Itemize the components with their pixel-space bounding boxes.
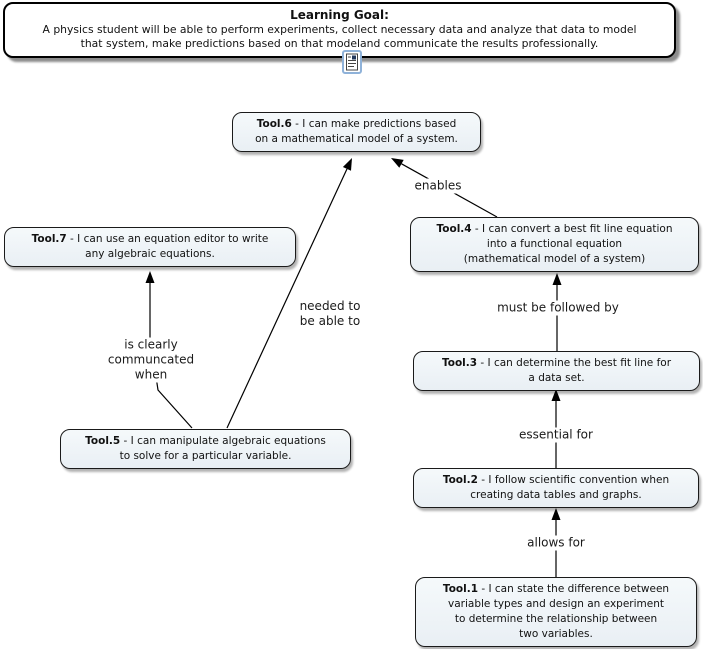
concept-tool5[interactable]: Tool.5 - I can manipulate algebraic equa… xyxy=(60,429,351,469)
link-label-is-clearly-communcated-when[interactable]: is clearly communcated when xyxy=(105,337,197,383)
concept-tool1-prefix: Tool.1 xyxy=(442,583,479,595)
learning-goal-body: A physics student will be able to perfor… xyxy=(42,23,637,50)
concept-tool4[interactable]: Tool.4 - I can convert a best fit line e… xyxy=(410,217,699,272)
learning-goal-node[interactable]: Learning Goal: A physics student will be… xyxy=(3,2,676,58)
concept-tool2[interactable]: Tool.2 - I follow scientific convention … xyxy=(413,468,699,508)
concept-tool5-prefix: Tool.5 xyxy=(85,435,121,447)
link-label-needed-to-be-able-to[interactable]: needed to be able to xyxy=(297,299,363,329)
concept-tool3-text: - I can determine the best fit line for … xyxy=(480,357,672,384)
concept-tool4-text: - I can convert a best fit line equation… xyxy=(463,223,673,265)
concept-tool5-text: - I can manipulate algebraic equations t… xyxy=(119,435,326,462)
concept-tool1-text: - I can state the difference between var… xyxy=(448,583,670,640)
link-label-allows-for[interactable]: allows for xyxy=(525,535,587,551)
concept-tool1[interactable]: Tool.1 - I can state the difference betw… xyxy=(415,577,697,647)
concept-tool7-text: - I can use an equation editor to write … xyxy=(70,233,269,260)
concept-tool6-prefix: Tool.6 xyxy=(256,118,292,130)
learning-goal-title: Learning Goal: xyxy=(290,8,389,22)
concept-tool6[interactable]: Tool.6 - I can make predictions based on… xyxy=(232,112,481,152)
concept-tool7-prefix: Tool.7 xyxy=(31,233,67,245)
link-label-essential-for[interactable]: essential for xyxy=(517,427,595,443)
concept-tool4-prefix: Tool.4 xyxy=(436,223,472,235)
concept-tool6-text: - I can make predictions based on a math… xyxy=(255,118,458,145)
concept-tool7[interactable]: Tool.7 - I can use an equation editor to… xyxy=(4,227,296,267)
concept-tool2-text: - I follow scientific convention when cr… xyxy=(470,474,670,501)
concept-tool3-prefix: Tool.3 xyxy=(441,357,478,369)
document-resource-icon[interactable] xyxy=(342,50,362,74)
concept-tool3[interactable]: Tool.3 - I can determine the best fit li… xyxy=(413,351,700,391)
link-label-enables[interactable]: enables xyxy=(412,178,464,194)
link-label-must-be-followed-by[interactable]: must be followed by xyxy=(495,300,621,316)
concept-tool2-prefix: Tool.2 xyxy=(442,474,478,486)
